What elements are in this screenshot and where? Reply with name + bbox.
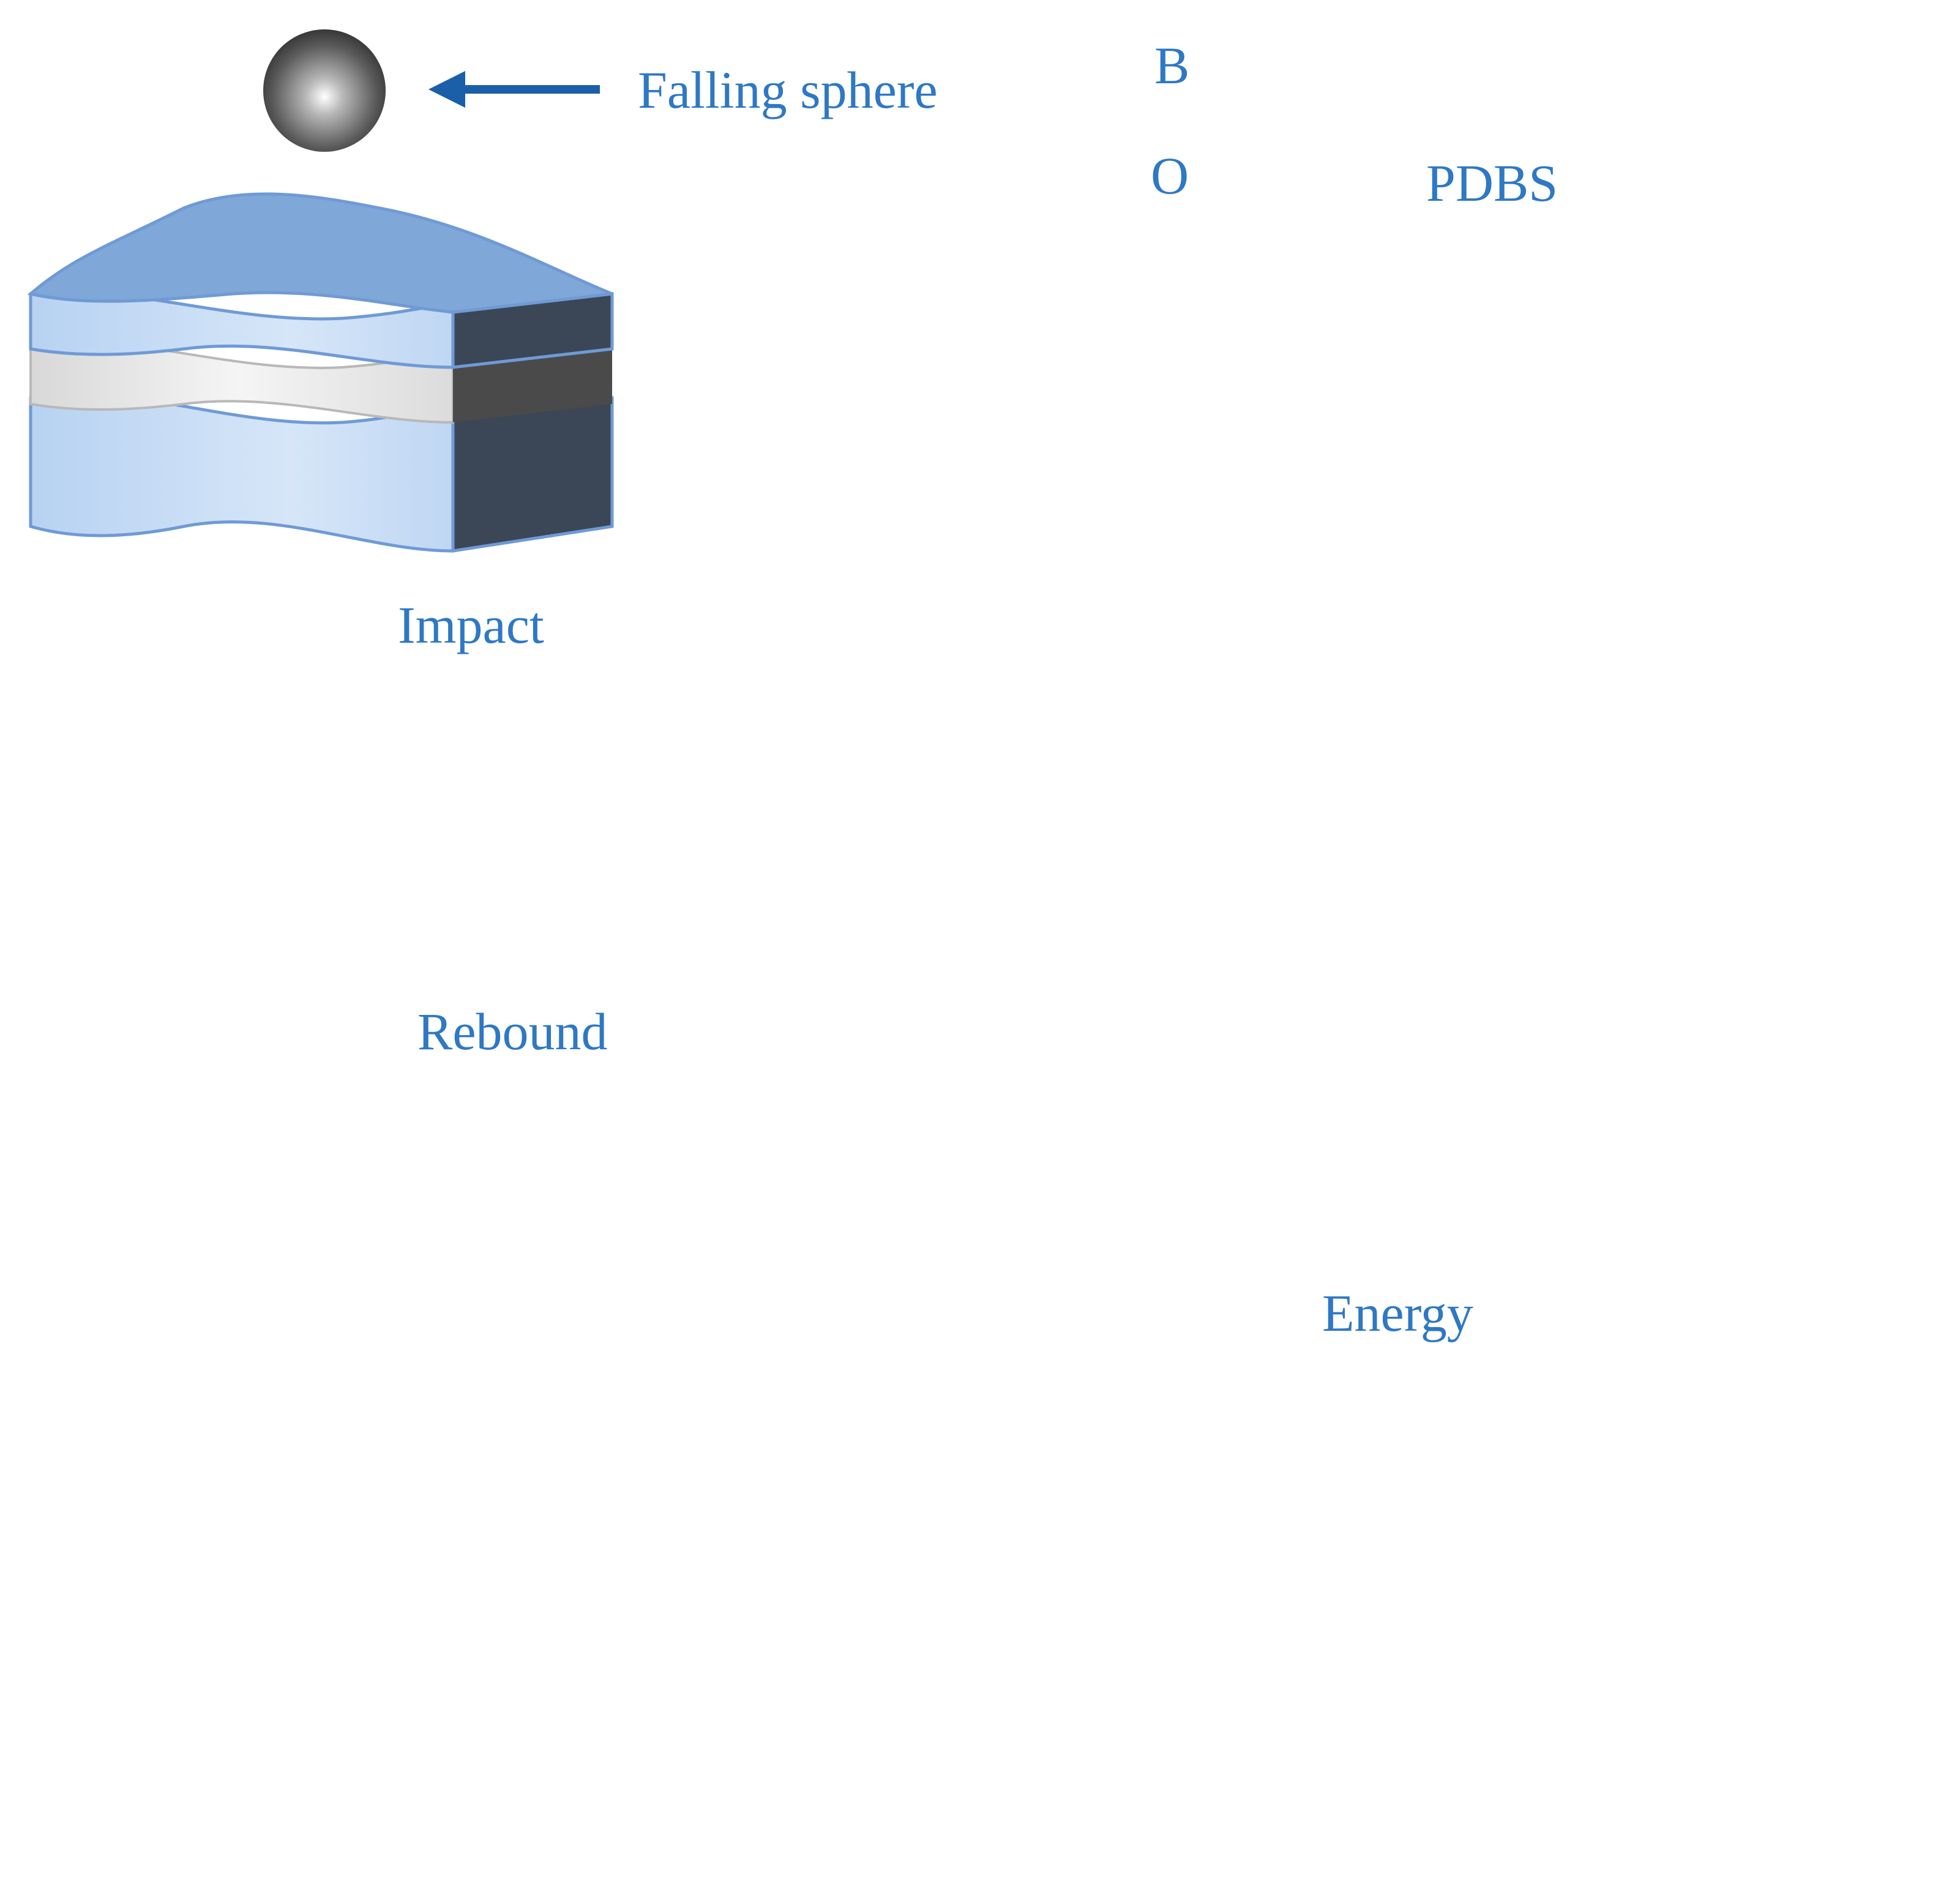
falling-sphere-label: Falling sphere (638, 61, 938, 119)
legend-b-label: B (1154, 36, 1190, 95)
laminate-slab-1 (27, 192, 614, 553)
legend-o-label: O (1151, 146, 1189, 205)
pdbs-label: PDBS (1426, 154, 1558, 212)
impact-label: Impact (398, 596, 544, 654)
energy-label: Energy (1322, 1284, 1473, 1342)
rebound-label: Rebound (417, 1002, 608, 1061)
sphere-icon (263, 29, 386, 152)
falling-arrow (428, 71, 600, 108)
